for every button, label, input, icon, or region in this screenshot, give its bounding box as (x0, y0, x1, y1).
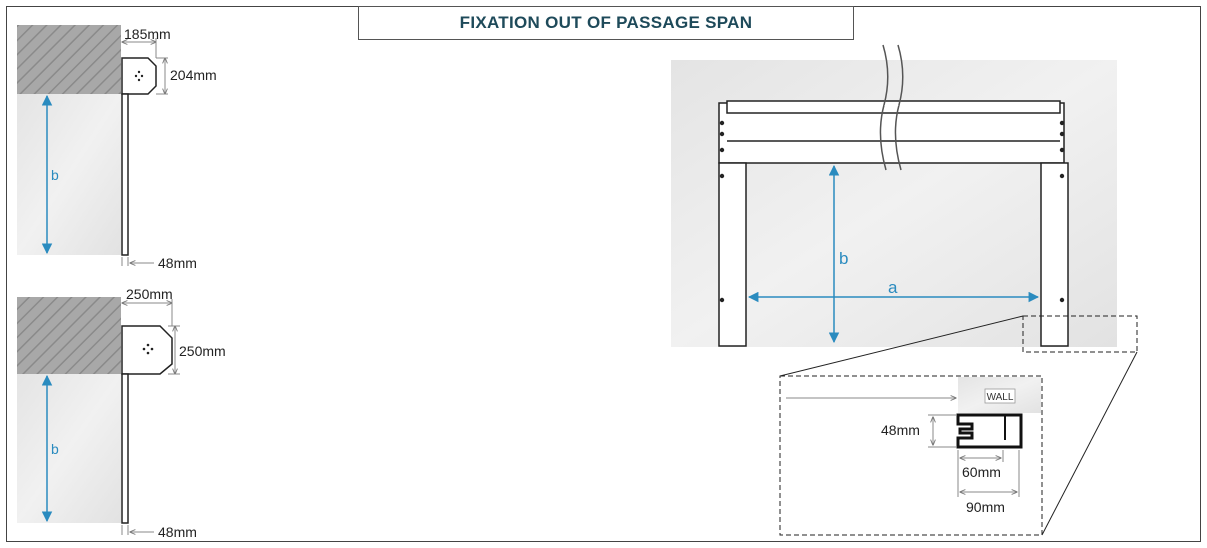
bottom-height-var: b (51, 441, 59, 457)
zoom-marker (1022, 315, 1138, 353)
front-height-var: b (839, 249, 848, 268)
break-line (879, 44, 889, 171)
wall-background (17, 374, 121, 523)
bottom-detail: 250mm 250mm b 48mm (17, 286, 226, 540)
break-line (894, 44, 904, 171)
top-guide-label: 48mm (158, 255, 197, 271)
front-view: b a (671, 44, 1138, 353)
wall-background (17, 94, 121, 255)
ceiling-hatch (17, 297, 121, 374)
axle-icon (134, 70, 144, 82)
right-guide (1040, 162, 1069, 347)
roller-box (121, 325, 173, 375)
screw-icon (719, 120, 1065, 303)
zoom-detail: WALL 48mm 60mm 90mm (779, 375, 1043, 536)
guide-rail (121, 373, 129, 524)
ceiling-hatch (17, 25, 121, 94)
zoom-outer-label: 90mm (966, 499, 1005, 515)
wall-label: WALL (987, 392, 1014, 403)
bottom-width-label: 250mm (126, 286, 173, 302)
top-height-label: 204mm (170, 67, 217, 83)
front-width-var: a (888, 278, 898, 297)
zoom-depth-label: 48mm (881, 422, 920, 438)
guide-profile (956, 413, 1023, 449)
guide-rail (121, 93, 129, 256)
roller-box (121, 57, 157, 95)
bottom-height-label: 250mm (179, 343, 226, 359)
top-height-var: b (51, 167, 59, 183)
axle-icon (142, 343, 154, 355)
title-box: FIXATION OUT OF PASSAGE SPAN (358, 6, 854, 40)
top-detail: 185mm 204mm b 48mm (17, 25, 217, 271)
top-width-label: 185mm (124, 26, 171, 42)
bottom-guide-label: 48mm (158, 524, 197, 540)
zoom-inner-label: 60mm (962, 464, 1001, 480)
diagram-title: FIXATION OUT OF PASSAGE SPAN (459, 13, 753, 32)
left-guide (718, 162, 747, 347)
